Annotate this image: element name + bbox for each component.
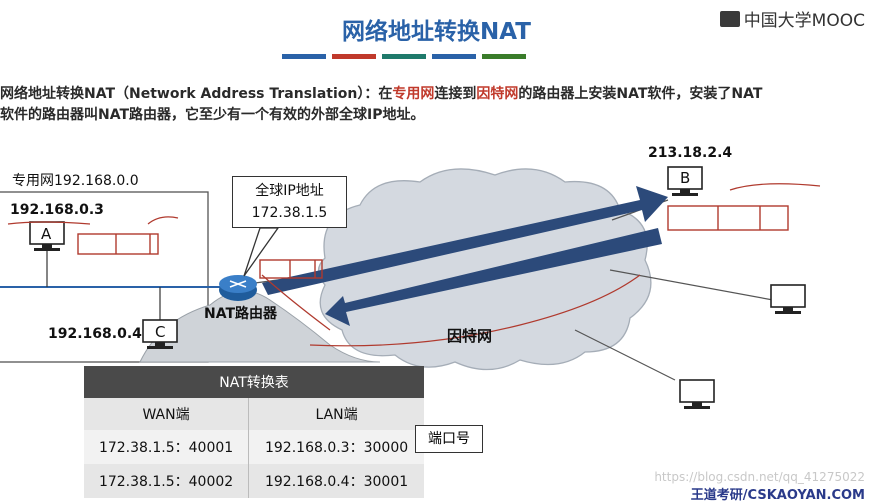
- annotation-stroke: [261, 274, 331, 331]
- internet-link-1: [609, 269, 774, 301]
- intro-text: 连接到: [434, 86, 477, 102]
- lan-cell: 192.168.0.3：30000: [248, 430, 424, 464]
- port-number-label: 端口号: [415, 425, 483, 453]
- global-ip-callout: 全球IP地址 172.38.1.5: [232, 176, 347, 228]
- packet-box-a: [77, 233, 159, 255]
- inbound-arrow: [325, 228, 662, 326]
- monitor-icon-c: [142, 319, 178, 349]
- wan-cell: 172.38.1.5：40001: [84, 430, 249, 464]
- watermark: https://blog.csdn.net/qq_41275022: [654, 470, 865, 484]
- nat-translation-table: NAT转换表 WAN端 LAN端 172.38.1.5：40001 192.16…: [84, 366, 424, 498]
- host-a-ip: 192.168.0.3: [10, 202, 104, 218]
- table-row: 172.38.1.5：40002 192.168.0.4：30001: [84, 464, 424, 498]
- host-b-ip: 213.18.2.4: [648, 145, 733, 161]
- annotation-underline: [7, 221, 91, 225]
- host-b-name: B: [680, 169, 691, 187]
- book-icon: [719, 10, 740, 27]
- intro-text: 的路由器上安装NAT软件，安装了NAT: [518, 86, 763, 102]
- outbound-arrow: [262, 186, 668, 295]
- router-base-hill: [139, 290, 381, 363]
- mooc-logo: 中国大学MOOC: [719, 6, 865, 31]
- column-header-wan: WAN端: [84, 398, 249, 430]
- intro-text: ，它至少有一个有效的: [171, 107, 312, 123]
- annotation-stroke: [147, 216, 179, 225]
- color-bar: [432, 54, 476, 59]
- intro-line-1: 网络地址转换NAT（Network Address Translation）：在…: [0, 84, 873, 105]
- monitor-icon-e: [679, 379, 715, 409]
- internet-link-2: [574, 329, 676, 381]
- intro-text: 。: [410, 107, 425, 123]
- intro-highlight-private: 专用网: [392, 86, 435, 102]
- table-row: 172.38.1.5：40001 192.168.0.3：30000: [84, 430, 424, 464]
- intro-line-2: 软件的路由器叫NAT路由器，它至少有一个有效的外部全球IP地址。: [0, 105, 873, 126]
- intro-emphasis-global-ip: 外部全球IP地址: [311, 107, 411, 123]
- page-title: 网络地址转换NAT: [342, 19, 531, 45]
- packet-box-router: [259, 259, 323, 279]
- host-c-ip: 192.168.0.4: [48, 326, 142, 342]
- annotation-curve: [309, 274, 641, 347]
- intro-paragraph: 网络地址转换NAT（Network Address Translation）：在…: [0, 84, 873, 126]
- packet-box-b: [667, 205, 789, 231]
- intro-highlight-internet: 因特网: [476, 86, 519, 102]
- callout-title: 全球IP地址: [255, 183, 324, 199]
- monitor-icon-b: [667, 166, 703, 196]
- monitor-icon-d: [770, 284, 806, 314]
- host-a-name: A: [41, 225, 52, 243]
- intro-text: 软件的路由器叫: [0, 107, 98, 123]
- callout-ip: 172.38.1.5: [251, 205, 328, 221]
- logo-text: 中国大学MOOC: [743, 11, 865, 31]
- annotation-stroke: [729, 183, 821, 191]
- intro-emphasis-router: NAT路由器: [98, 107, 172, 123]
- nat-table-title: NAT转换表: [84, 366, 424, 398]
- monitor-icon-a: [29, 221, 65, 251]
- private-network-label: 专用网192.168.0.0: [12, 173, 139, 189]
- color-bar: [482, 54, 526, 59]
- internet-label: 因特网: [447, 327, 493, 345]
- wan-cell: 172.38.1.5：40002: [84, 464, 249, 498]
- column-header-lan: LAN端: [248, 398, 424, 430]
- host-c-name: C: [155, 323, 166, 341]
- color-bar: [282, 54, 326, 59]
- intro-text: 网络地址转换NAT（Network Address Translation）：在: [0, 86, 393, 102]
- color-bar: [332, 54, 376, 59]
- private-network-box: [0, 191, 209, 363]
- callout-pointer: [243, 227, 280, 277]
- color-bar: [382, 54, 426, 59]
- router-label: NAT路由器: [204, 306, 278, 322]
- lan-cell: 192.168.0.4：30001: [248, 464, 424, 498]
- color-bars: [282, 54, 526, 59]
- footer-brand: 王道考研/CSKAOYAN.COM: [690, 488, 865, 503]
